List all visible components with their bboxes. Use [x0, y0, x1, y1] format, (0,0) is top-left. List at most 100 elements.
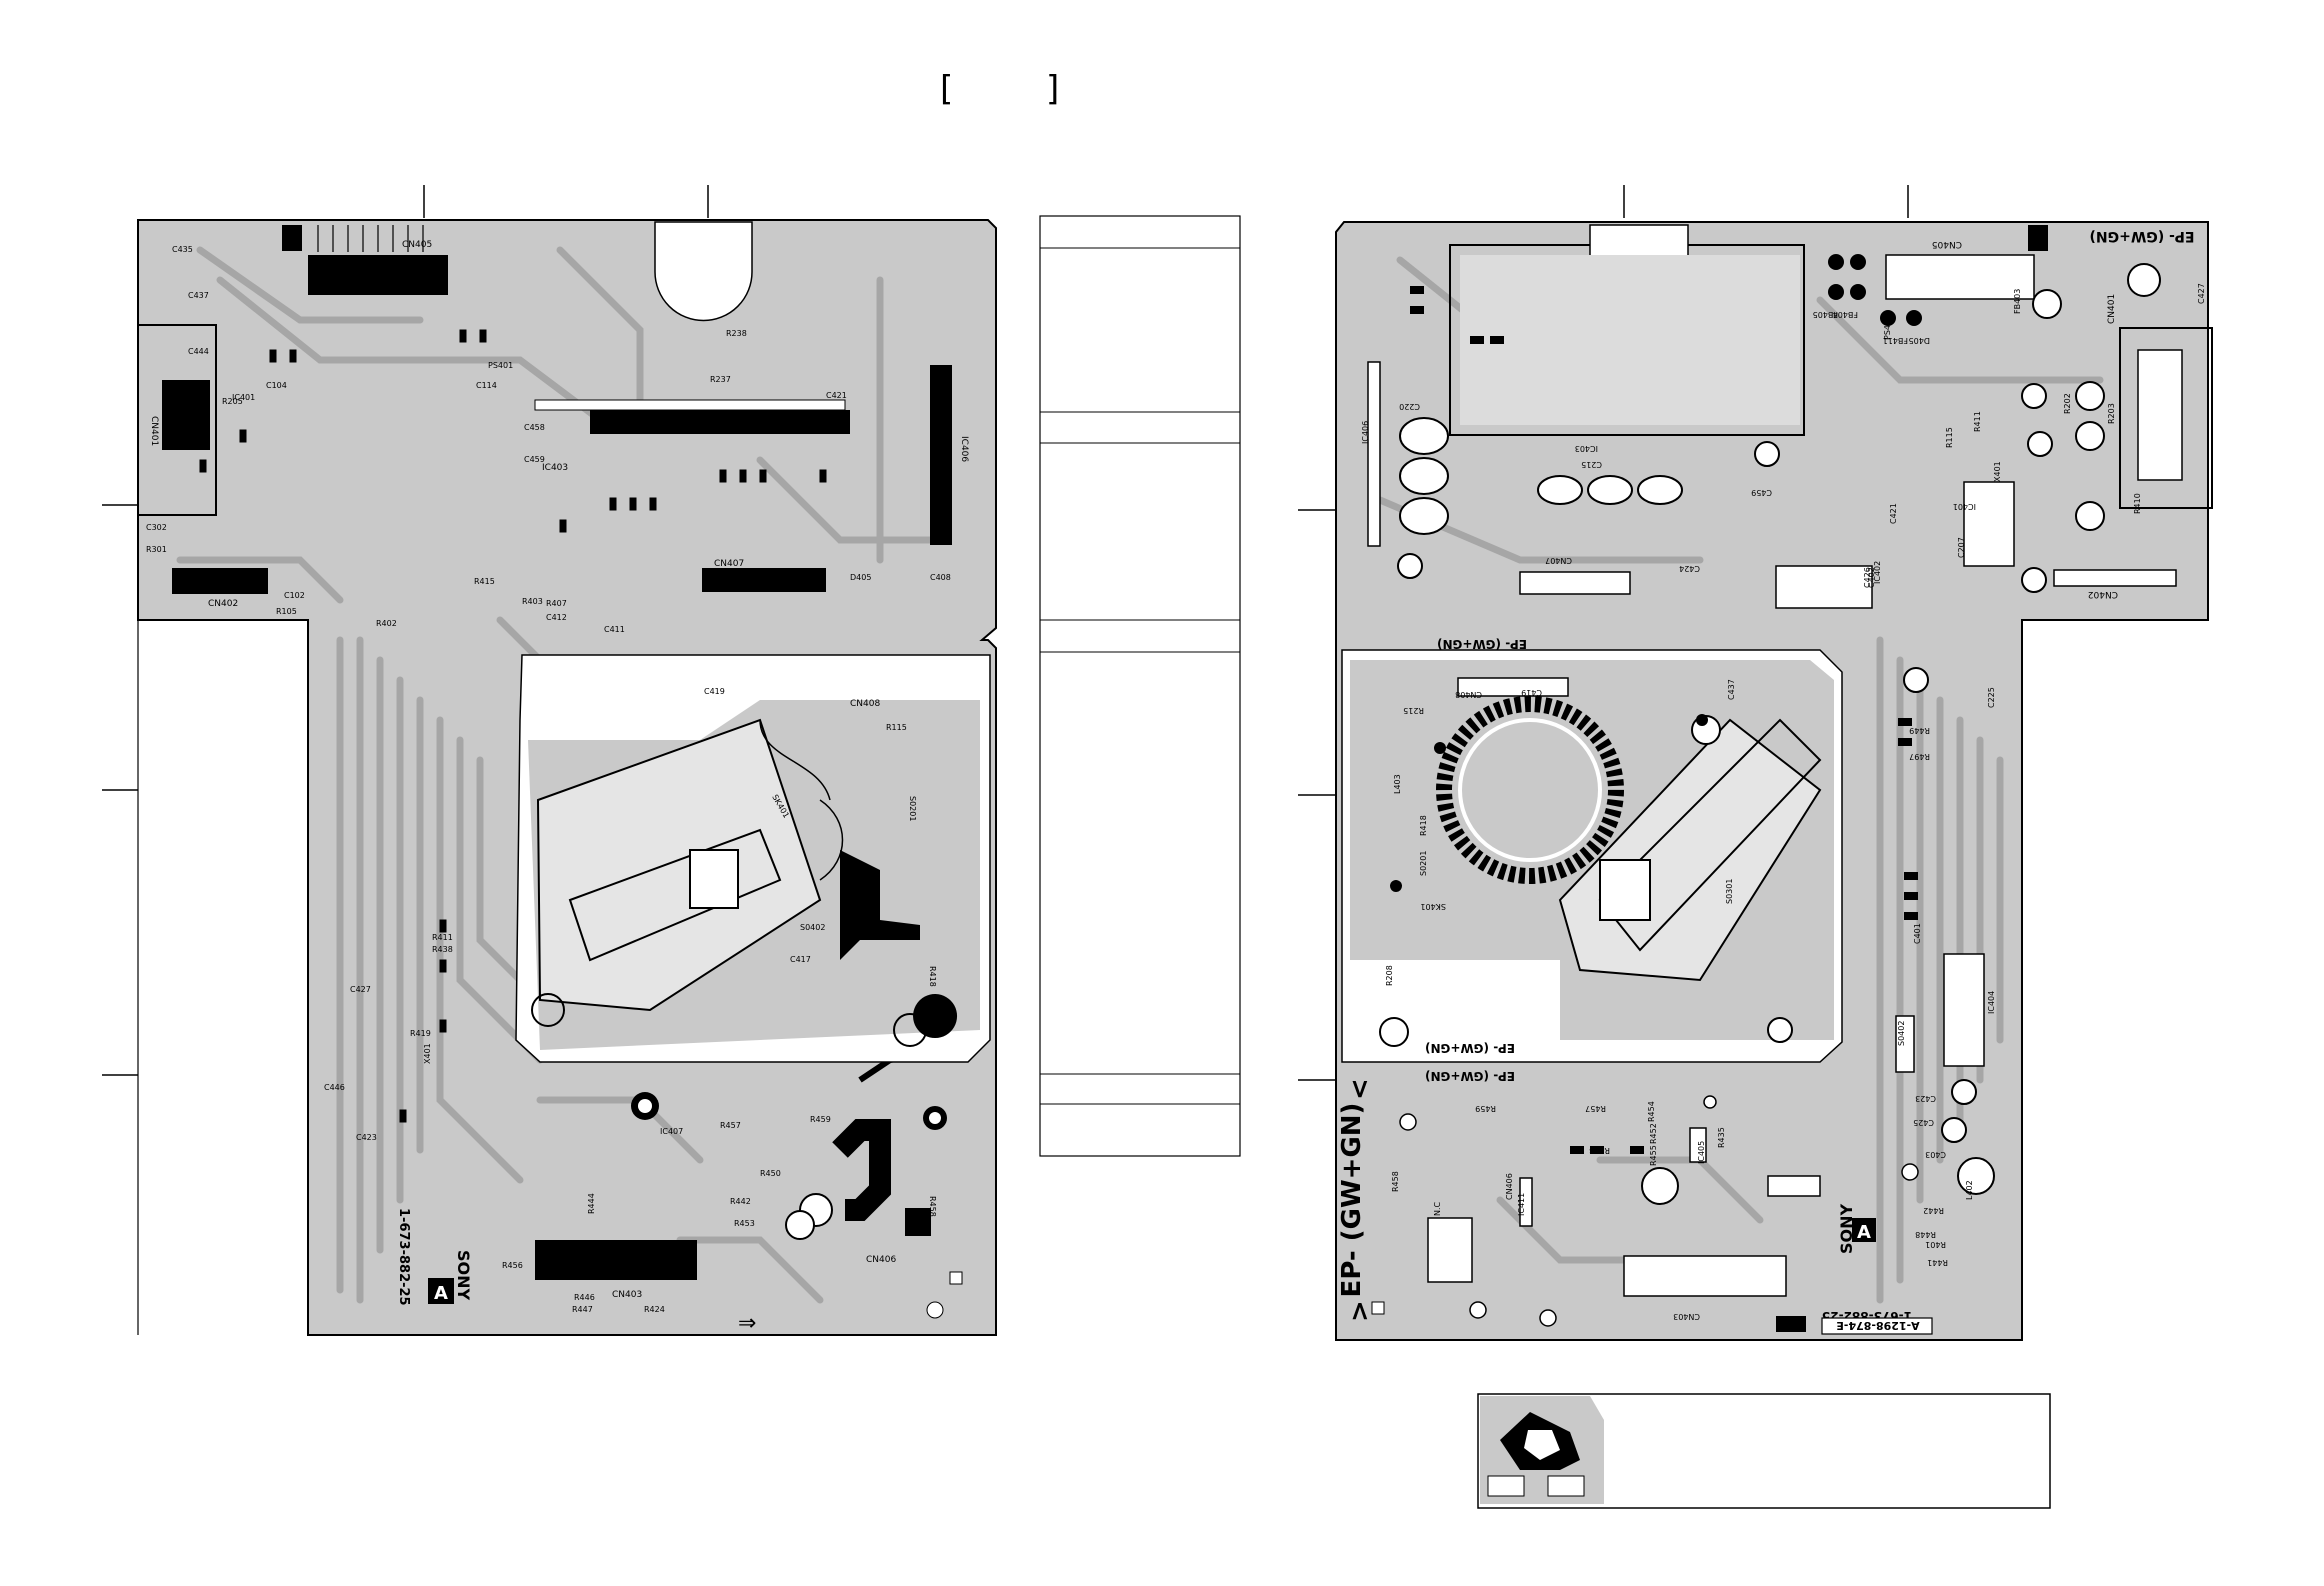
ref-label: S0301	[1725, 879, 1734, 904]
header-bracket-right: ]	[1046, 69, 1059, 109]
ref-label: R441	[1927, 1258, 1948, 1267]
ref-label: R105	[276, 607, 297, 616]
ref-label: IC406	[1361, 421, 1370, 444]
right-corner-mark: A	[1857, 1222, 1871, 1243]
left-corner-mark: A	[434, 1283, 448, 1304]
ref-label: FB405	[1813, 310, 1838, 319]
left-arrow-glyph: ⇒	[738, 1311, 756, 1336]
ref-label: CN403	[612, 1290, 642, 1300]
ref-label: C403	[1925, 1150, 1946, 1159]
ref-label: R403	[522, 597, 543, 606]
ref-label: CN408	[1455, 690, 1482, 699]
ref-label: C401	[1913, 923, 1922, 944]
ref-label: R457	[720, 1121, 741, 1130]
ref-label: PS401	[1883, 315, 1892, 340]
ref-label: CN407	[1545, 556, 1572, 565]
ref-label: IC403	[1575, 444, 1598, 453]
ref-label: C417	[790, 955, 811, 964]
bottom-inset	[1477, 1393, 2051, 1509]
ref-label: C411	[604, 625, 625, 634]
ref-label: R115	[1945, 427, 1954, 448]
ref-label: R411	[1973, 411, 1982, 432]
ref-label: R411	[432, 933, 453, 942]
ref-label: C220	[1399, 402, 1420, 411]
ref-label: R418	[928, 966, 937, 987]
ref-label: FB403	[2013, 289, 2022, 314]
ref-label: R455	[1649, 1145, 1658, 1166]
right-sony-logo: SONY	[1837, 1203, 1856, 1254]
left-board-code: 1-673-882-25	[396, 1208, 411, 1306]
ref-label: CN405	[402, 240, 432, 250]
ref-label: R438	[432, 945, 453, 954]
ref-label: C104	[266, 381, 287, 390]
ref-label: C207	[1957, 537, 1966, 558]
ref-label: R402	[376, 619, 397, 628]
ref-label: C435	[172, 245, 193, 254]
ref-label: CN405	[1932, 239, 1962, 249]
ref-label: R237	[710, 375, 731, 384]
ref-label: R419	[410, 1029, 431, 1038]
ref-label: C444	[188, 347, 209, 356]
ref-label: C225	[1987, 687, 1996, 708]
ref-label: R458	[928, 1196, 937, 1217]
ref-label: R208	[1385, 965, 1394, 986]
side-table	[1039, 215, 1241, 1157]
ref-label: L402	[1965, 1180, 1974, 1200]
ref-label: C426	[1863, 567, 1872, 588]
ref-label: R202	[2063, 393, 2072, 414]
right-board: A SONY 1-673-882-25 A-1298-874-E N.C EP-…	[1298, 185, 2213, 1341]
ref-label: R418	[1419, 815, 1428, 836]
ref-label: D405	[1909, 336, 1930, 345]
ref-label: CN407	[714, 559, 744, 569]
ep-mid-2: EP- (GW+GN)	[1425, 1041, 1515, 1055]
ref-label: R435	[1717, 1127, 1726, 1148]
ref-label: R454	[1647, 1101, 1656, 1122]
right-assembly-code: A-1298-874-E	[1836, 1319, 1919, 1332]
ref-label: CN401	[149, 416, 159, 446]
ref-label: R410	[2133, 493, 2142, 514]
ref-label: C423	[356, 1133, 377, 1142]
ref-label: R444	[587, 1193, 596, 1214]
ep-mid-3: EP- (GW+GN)	[1425, 1069, 1515, 1083]
ref-label: CN406	[866, 1255, 896, 1265]
ref-label: IC411	[1517, 1193, 1526, 1216]
ref-label: R301	[146, 545, 167, 554]
ref-label: R415	[474, 577, 495, 586]
ref-label: R497	[1909, 752, 1930, 761]
ref-label: C459	[524, 455, 545, 464]
ref-label: CN402	[208, 599, 238, 609]
ref-label: IC401	[1953, 502, 1976, 511]
ref-label: R203	[2107, 403, 2116, 424]
ref-label: S0201	[1419, 851, 1428, 876]
ref-label: C114	[476, 381, 497, 390]
ref-label: C402	[1867, 567, 1876, 588]
ref-label: C427	[350, 985, 371, 994]
ref-label: C102	[284, 591, 305, 600]
ref-label: C421	[826, 391, 847, 400]
ref-label: R446	[574, 1293, 595, 1302]
ref-label: PS401	[488, 361, 513, 370]
ref-label: R424	[644, 1305, 665, 1314]
ep-banner-large-chevron-bottom: >	[1345, 1300, 1375, 1322]
ref-label: C421	[1889, 503, 1898, 524]
ref-label: R457	[1585, 1104, 1606, 1113]
ref-label: R458	[1391, 1171, 1400, 1192]
ref-label: C437	[188, 291, 209, 300]
ep-banner-large-chevron-top: <	[1345, 1078, 1375, 1100]
cn405-pins	[317, 225, 424, 252]
ref-label: S0402	[1897, 1021, 1906, 1046]
ref-label: C419	[704, 687, 725, 696]
ref-label: IC403	[542, 463, 568, 473]
header-bracket-left: [	[940, 69, 953, 109]
ref-label: R448	[1915, 1230, 1936, 1239]
ref-label: R447	[572, 1305, 593, 1314]
ref-label: D405	[850, 573, 871, 582]
ref-label: S0201	[908, 796, 917, 821]
ref-label: C408	[930, 573, 951, 582]
ref-label: R459	[810, 1115, 831, 1124]
ref-label: IC401	[232, 393, 255, 402]
ref-label: R407	[546, 599, 567, 608]
ref-label: R115	[886, 723, 907, 732]
ref-label: R459	[1475, 1104, 1496, 1113]
